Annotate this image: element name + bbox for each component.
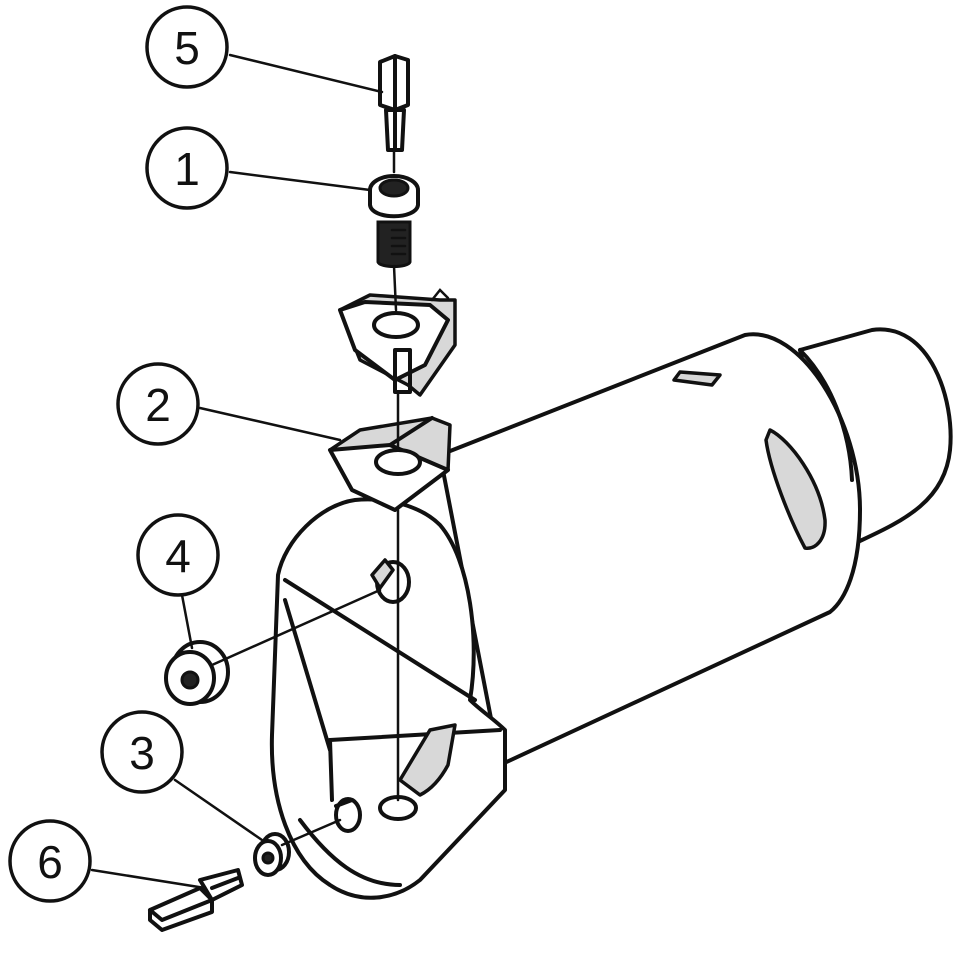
callout-4: 4 [136,513,220,597]
callout-1: 1 [145,126,229,210]
callout-label: 3 [129,727,155,779]
callout-label: 1 [174,143,200,195]
head-pocket [398,723,457,797]
callout-2: 2 [116,362,200,446]
tool-holder-body [269,327,953,900]
shim-hole [374,448,422,476]
shim-pin-part [164,640,230,706]
insert-screw [368,174,420,268]
assembly-axis-lines [210,148,400,847]
callout-label: 4 [165,530,191,582]
holder-cylinder [438,332,862,767]
holder-slot-top [672,370,722,387]
callout-5: 5 [145,5,229,89]
set-screw-part [253,832,291,877]
holder-slot-side [764,428,827,550]
callout-label: 5 [174,22,200,74]
callout-label: 2 [145,379,171,431]
callout-3: 3 [100,710,184,794]
callout-label: 6 [37,836,63,888]
key-top [378,54,410,152]
shim-part [328,416,452,512]
key-bottom [148,868,244,932]
insert-hole [372,311,420,339]
leader-lines [90,53,384,890]
cutting-insert [338,288,457,397]
callout-6: 6 [8,819,92,903]
set-screw-hole [334,797,362,833]
